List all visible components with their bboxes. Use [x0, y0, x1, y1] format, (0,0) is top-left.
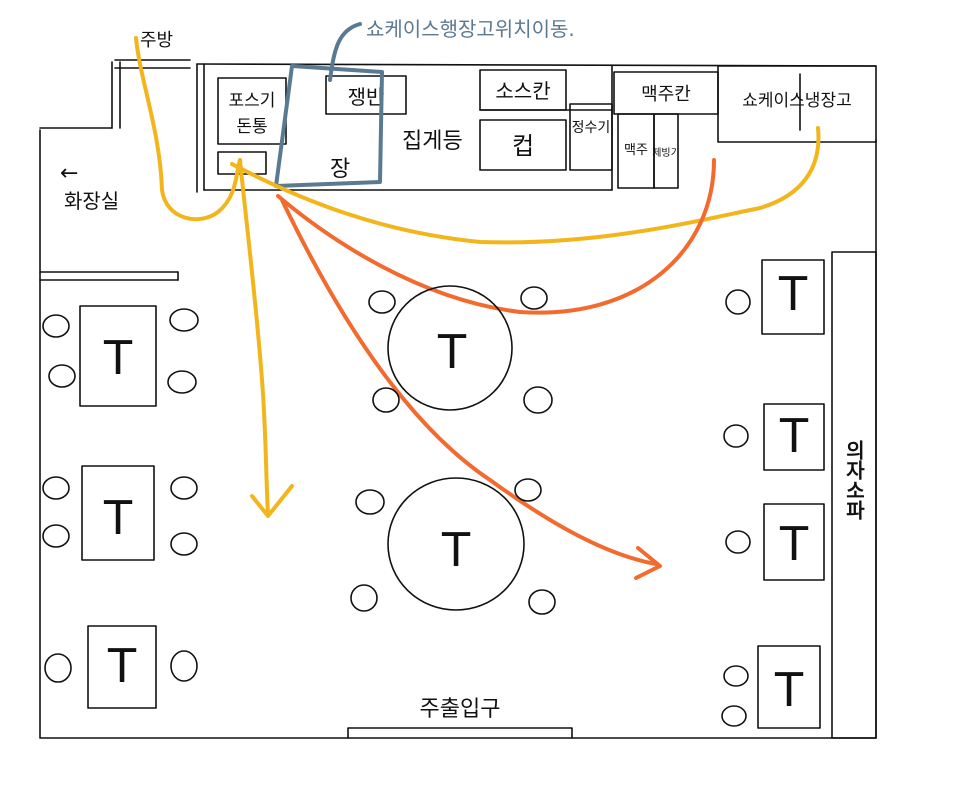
chair	[372, 387, 400, 413]
table-right-4: T	[757, 645, 821, 729]
table-right-2: T	[763, 403, 825, 471]
ice-box: 제빙기	[652, 113, 680, 189]
water-box: 정수기	[569, 103, 613, 171]
showcase-fridge-box: 쇼케이스냉장고	[717, 65, 877, 143]
sauce-label: 소스칸	[495, 79, 550, 103]
cup-box: 컵	[479, 119, 567, 171]
ice-label: 제빙기	[652, 147, 680, 159]
entrance: 주출입구	[347, 697, 573, 739]
showcase-move-note: 쇼케이스행장고위치이동.	[274, 17, 575, 188]
table-label: T	[779, 517, 809, 571]
chair	[167, 370, 197, 394]
table-right-1: T	[761, 259, 825, 335]
chair	[723, 424, 749, 448]
table-label: T	[437, 325, 467, 379]
sauce-box: 소스칸	[479, 69, 567, 111]
chair	[44, 653, 72, 683]
table-label: T	[103, 491, 133, 545]
chair	[355, 489, 385, 515]
chair	[721, 705, 747, 727]
chair	[42, 314, 70, 338]
beer-box: 맥주칸	[613, 71, 719, 115]
chair	[170, 476, 198, 500]
cash-label: 돈통	[236, 117, 267, 137]
chair	[520, 286, 548, 310]
chair	[523, 386, 553, 414]
round-table-2: T	[387, 477, 525, 611]
table-left-1: T	[79, 305, 157, 407]
restroom-label: 화장실	[64, 189, 119, 213]
table-label: T	[778, 267, 808, 321]
table-label: T	[441, 523, 471, 577]
tableware-box: 쟁반	[325, 75, 407, 115]
water-label: 정수기	[572, 120, 611, 136]
table-left-3: T	[87, 625, 157, 709]
chair	[528, 589, 556, 615]
round-table-1: T	[387, 285, 513, 411]
utensils-label: 집게등	[402, 129, 463, 154]
cup-label: 컵	[512, 132, 534, 160]
chair	[42, 476, 70, 500]
chair	[514, 478, 542, 502]
pos-label: 포스기	[229, 91, 276, 111]
cabinet-label: 장	[330, 157, 350, 182]
restroom-arrow: ←	[60, 161, 78, 186]
showcase-note-label: 쇼케이스행장고위치이동.	[366, 17, 575, 41]
chair	[350, 584, 378, 612]
chair	[723, 665, 749, 687]
chair	[368, 290, 396, 314]
chair	[725, 289, 751, 315]
table-label: T	[779, 409, 809, 463]
table-label: T	[103, 331, 133, 385]
showcase-fridge-label: 쇼케이스냉장고	[742, 91, 851, 111]
outer-walls	[39, 59, 877, 739]
sofa: 의자소파	[831, 251, 877, 739]
table-label: T	[107, 639, 137, 693]
chair	[725, 530, 751, 554]
table-right-3: T	[763, 503, 825, 581]
table-label: T	[774, 663, 804, 717]
pos-box: 포스기 돈통	[217, 77, 287, 145]
tableware-label: 쟁반	[348, 85, 385, 109]
chair	[170, 650, 198, 682]
beer-label: 맥주칸	[641, 84, 691, 105]
routes	[134, 36, 821, 580]
chair	[48, 364, 76, 388]
kitchen-label: 주방	[140, 30, 173, 51]
table-left-2: T	[81, 465, 155, 561]
beer2-label: 맥주	[624, 143, 648, 158]
chair	[169, 308, 199, 332]
entrance-label: 주출입구	[420, 697, 501, 722]
beer-2-box: 맥주	[617, 113, 655, 189]
chair	[42, 524, 70, 548]
chair	[170, 532, 198, 556]
sofa-label: 의자소파	[842, 440, 866, 521]
